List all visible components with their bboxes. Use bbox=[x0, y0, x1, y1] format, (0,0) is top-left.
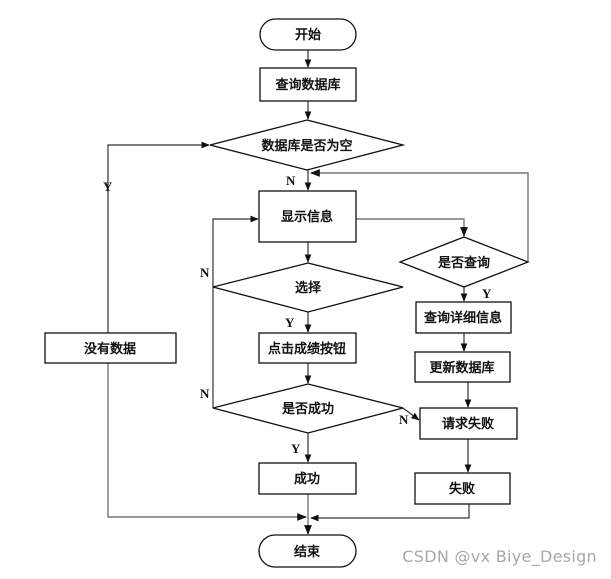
edge-label-select-yes: Y bbox=[285, 315, 295, 330]
node-query-details-label: 查询详细信息 bbox=[423, 310, 502, 326]
edge-label-success-no-loop: N bbox=[200, 386, 210, 401]
decision-db-empty-label: 数据库是否为空 bbox=[261, 138, 352, 154]
node-failed-label: 失败 bbox=[449, 481, 475, 497]
node-end: 结束 bbox=[258, 534, 357, 568]
edge-nodata-to-end bbox=[107, 363, 307, 521]
node-request-failed: 请求失败 bbox=[419, 407, 518, 440]
edge-label-success-no-right: N bbox=[399, 412, 409, 427]
decision-is-query: 是否查询 bbox=[398, 236, 530, 288]
decision-select-label: 选择 bbox=[295, 280, 322, 296]
watermark: CSDN @vx Biye_Design bbox=[402, 547, 597, 566]
node-end-label: 结束 bbox=[294, 544, 321, 560]
edge-label-select-no: N bbox=[200, 265, 210, 280]
edge-label-empty-no: N bbox=[286, 173, 296, 188]
node-update-db: 更新数据库 bbox=[414, 351, 511, 383]
node-request-failed-label: 请求失败 bbox=[442, 416, 494, 432]
node-failed: 失败 bbox=[414, 472, 511, 505]
node-show-info: 显示信息 bbox=[258, 190, 357, 243]
node-no-data-label: 没有数据 bbox=[84, 341, 136, 357]
decision-db-empty: 数据库是否为空 bbox=[209, 119, 406, 171]
node-no-data: 没有数据 bbox=[44, 332, 177, 364]
edge-show-to-isquery bbox=[356, 218, 468, 237]
node-show-info-label: 显示信息 bbox=[281, 209, 333, 225]
edge-isquery-loop bbox=[310, 169, 529, 262]
edge-label-query-yes: Y bbox=[482, 286, 492, 301]
node-query-db-label: 查询数据库 bbox=[274, 77, 340, 93]
decision-is-query-label: 是否查询 bbox=[437, 255, 490, 271]
decision-is-success-label: 是否成功 bbox=[281, 401, 334, 417]
edges bbox=[107, 50, 529, 535]
node-success-label: 成功 bbox=[294, 471, 320, 487]
decision-select: 选择 bbox=[212, 262, 404, 313]
edge-label-empty-yes: Y bbox=[103, 179, 113, 194]
edge-no-loop bbox=[212, 215, 259, 408]
node-query-db: 查询数据库 bbox=[259, 67, 357, 102]
node-click-grade-button-label: 点击成绩按钮 bbox=[268, 341, 346, 357]
node-click-grade-button: 点击成绩按钮 bbox=[258, 332, 357, 364]
node-start: 开始 bbox=[259, 18, 357, 51]
node-update-db-label: 更新数据库 bbox=[429, 360, 494, 376]
edge-fail-to-end bbox=[310, 504, 470, 522]
edge-success-no-right bbox=[402, 407, 420, 421]
edge-label-success-yes: Y bbox=[291, 441, 301, 456]
node-query-details: 查询详细信息 bbox=[415, 301, 512, 334]
node-success: 成功 bbox=[258, 462, 357, 495]
edge-empty-yes bbox=[107, 141, 210, 333]
node-start-label: 开始 bbox=[295, 27, 321, 43]
decision-is-success: 是否成功 bbox=[212, 383, 404, 434]
